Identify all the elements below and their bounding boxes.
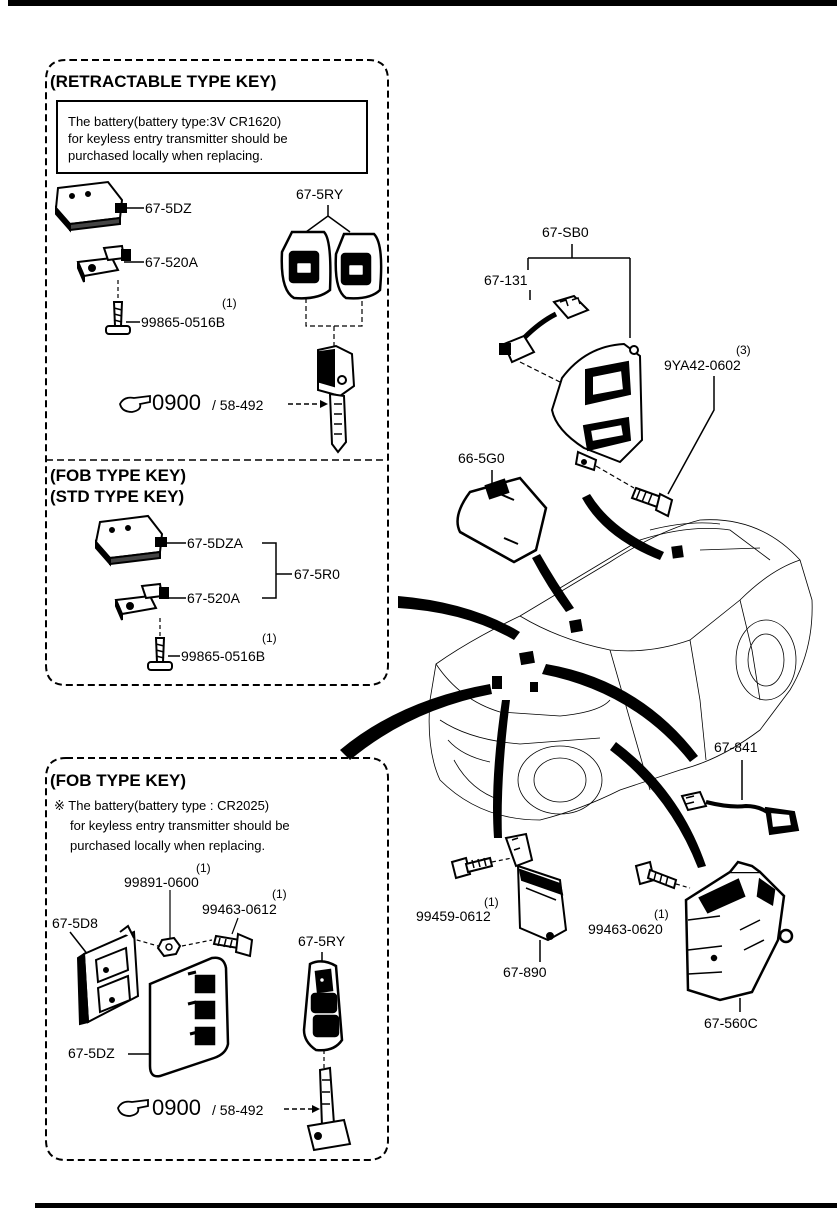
- retractable-key-drawing: [317, 344, 356, 454]
- label-67-890: 67-890: [503, 964, 547, 980]
- bracket-5d8-drawing: [76, 924, 140, 1026]
- label-66-5g0: 66-5G0: [458, 450, 505, 466]
- label-67-131: 67-131: [484, 272, 528, 288]
- label-67-5ry-c: 67-5RY: [298, 933, 346, 949]
- label-bolt-c: 99463-0612: [202, 901, 277, 917]
- label-67-5d8: 67-5D8: [52, 915, 98, 931]
- qty-bolt-c: (1): [272, 887, 287, 901]
- label-67-560c: 67-560C: [704, 1015, 758, 1031]
- label-bolt-e: 99463-0620: [588, 921, 663, 937]
- label-67-sb0: 67-SB0: [542, 224, 589, 240]
- module-5dz-c-drawing: [148, 956, 230, 1078]
- label-67-5dz-c: 67-5DZ: [68, 1045, 115, 1061]
- screw-a-drawing: [105, 301, 131, 335]
- bolt-9ya-drawing: [630, 486, 674, 518]
- unit-890-drawing: [504, 832, 568, 942]
- bolt-e-drawing: [634, 860, 678, 890]
- retractable-note-line2: for keyless entry transmitter should be: [68, 131, 288, 146]
- label-67-520a-b: 67-520A: [187, 590, 241, 606]
- retractable-header: (RETRACTABLE TYPE KEY): [50, 72, 276, 91]
- bracket-520a-drawing: [76, 244, 131, 283]
- screw-b-drawing: [147, 637, 173, 671]
- ref-a-suffix: / 58-492: [212, 397, 264, 413]
- label-67-520a-a: 67-520A: [145, 254, 199, 270]
- ref-a-number: 0900: [152, 390, 201, 415]
- label-bolt-d: 99459-0612: [416, 908, 491, 924]
- key-cover-left-drawing: [280, 230, 332, 300]
- qty-screw-b: (1): [262, 631, 277, 645]
- label-9ya42: 9YA42-0602: [664, 357, 741, 373]
- harness-841-drawing: [680, 790, 800, 836]
- label-67-5dza-b: 67-5DZA: [187, 535, 244, 551]
- fob-note-line2: for keyless entry transmitter should be: [70, 818, 290, 833]
- unit-5g0-drawing: [456, 476, 548, 564]
- retractable-note-line1: The battery(battery type:3V CR1620): [68, 114, 281, 129]
- key-cover-right-drawing: [334, 232, 383, 300]
- qty-nut: (1): [196, 861, 211, 875]
- pointing-hand-icon: [119, 394, 151, 413]
- bracket-520a-b-drawing: [114, 582, 169, 621]
- retractable-panel: (RETRACTABLE TYPE KEY) The battery(batte…: [45, 59, 389, 686]
- label-screw-b: 99865-0516B: [181, 648, 265, 664]
- vehicle-drawing: [428, 519, 813, 821]
- fob-header: (FOB TYPE KEY): [50, 771, 186, 790]
- fob-std-header2: (STD TYPE KEY): [50, 487, 184, 506]
- bracket-sb0-drawing: [550, 342, 644, 472]
- label-67-5r0: 67-5R0: [294, 566, 340, 582]
- ref-c-suffix: / 58-492: [212, 1102, 264, 1118]
- label-67-5dz-a: 67-5DZ: [145, 200, 192, 216]
- nut-drawing: [156, 936, 182, 958]
- top-border: [8, 0, 837, 6]
- qty-screw-a: (1): [222, 296, 237, 310]
- fob-blade-key-drawing: [306, 1066, 352, 1152]
- bottom-border: [35, 1203, 837, 1208]
- fob-note-line3: purchased locally when replacing.: [70, 838, 265, 853]
- bolt-c-drawing: [212, 932, 254, 958]
- retractable-note-line3: purchased locally when replacing.: [68, 148, 263, 163]
- module-560c-drawing: [684, 860, 794, 1002]
- pointing-hand-icon-2: [117, 1098, 149, 1117]
- module-5dz-drawing: [54, 180, 127, 233]
- location-markers: [492, 545, 684, 692]
- fob-key-drawing: [302, 960, 344, 1052]
- qty-9ya: (3): [736, 343, 751, 357]
- label-screw-a: 99865-0516B: [141, 314, 225, 330]
- fob-panel: (FOB TYPE KEY) ※ The battery(battery typ…: [45, 757, 389, 1161]
- retractable-note-box: [56, 100, 368, 174]
- harness-131-drawing: [499, 294, 590, 364]
- label-67-5ry-a: 67-5RY: [296, 186, 344, 202]
- fob-note-line1: ※ The battery(battery type : CR2025): [54, 798, 269, 813]
- fob-std-header1: (FOB TYPE KEY): [50, 466, 186, 485]
- label-67-841: 67-841: [714, 739, 758, 755]
- qty-bolt-d: (1): [484, 895, 499, 909]
- bolt-d-drawing: [450, 856, 494, 880]
- leader-lines: [340, 494, 706, 868]
- label-nut: 99891-0600: [124, 874, 199, 890]
- module-5dza-drawing: [94, 514, 167, 567]
- ref-c-number: 0900: [152, 1095, 201, 1120]
- qty-bolt-e: (1): [654, 907, 669, 921]
